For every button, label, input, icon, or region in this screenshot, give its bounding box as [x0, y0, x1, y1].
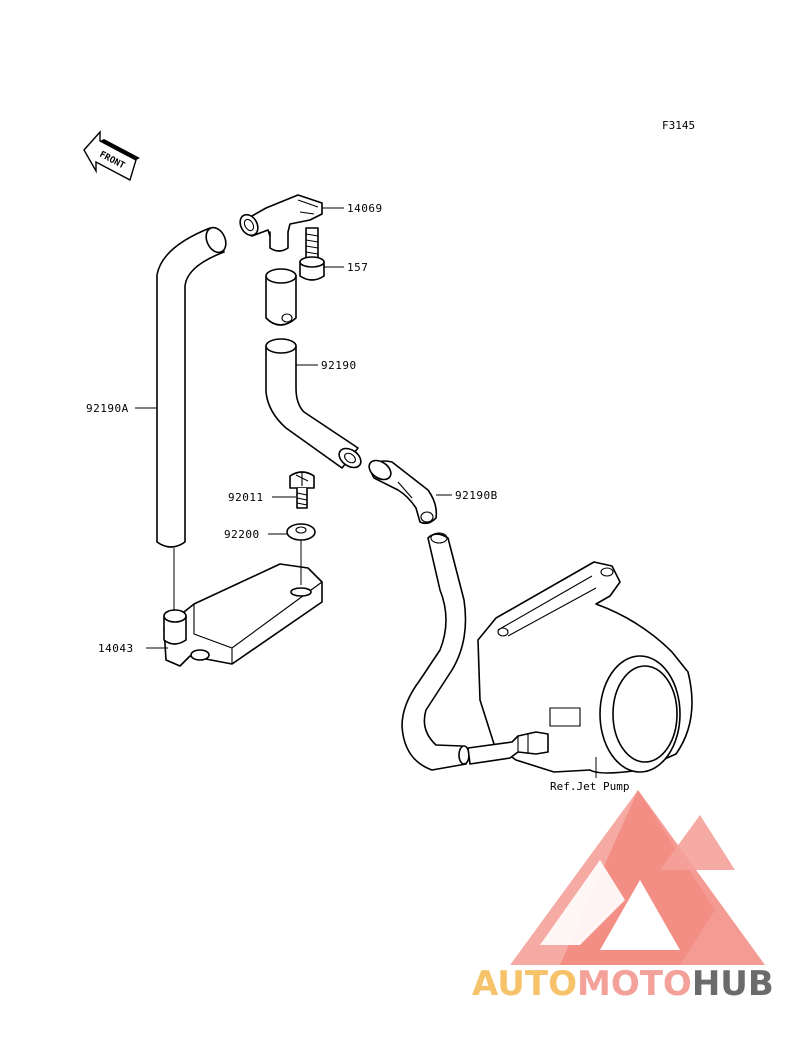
label-92200: 92200	[224, 528, 260, 541]
label-157: 157	[347, 261, 368, 274]
label-92011: 92011	[228, 491, 264, 504]
hose-92190b	[368, 459, 438, 525]
hose-92190	[265, 338, 362, 469]
bolt-157	[299, 227, 325, 281]
diagram-code: F3145	[662, 119, 695, 132]
jet-pump	[467, 561, 693, 774]
label-ref-jet-pump: Ref.Jet Pump	[550, 780, 629, 793]
label-14069: 14069	[347, 202, 383, 215]
label-14043: 14043	[98, 642, 134, 655]
label-92190a: 92190A	[86, 402, 129, 415]
leader-lines	[135, 207, 597, 778]
screw-92011	[289, 471, 315, 509]
watermark-text: AUTOMOTOHUB	[472, 964, 774, 1004]
hose-short	[265, 268, 297, 326]
label-92190: 92190	[321, 359, 357, 372]
hose-jet-pump	[401, 532, 470, 771]
hose-92190a	[156, 226, 227, 548]
watermark-logo	[510, 790, 765, 965]
front-arrow-icon: FRONT	[83, 130, 140, 182]
fitting-14069	[239, 194, 323, 252]
bracket-14043	[163, 563, 323, 667]
label-92190b: 92190B	[455, 489, 498, 502]
washer-92200	[286, 523, 316, 541]
